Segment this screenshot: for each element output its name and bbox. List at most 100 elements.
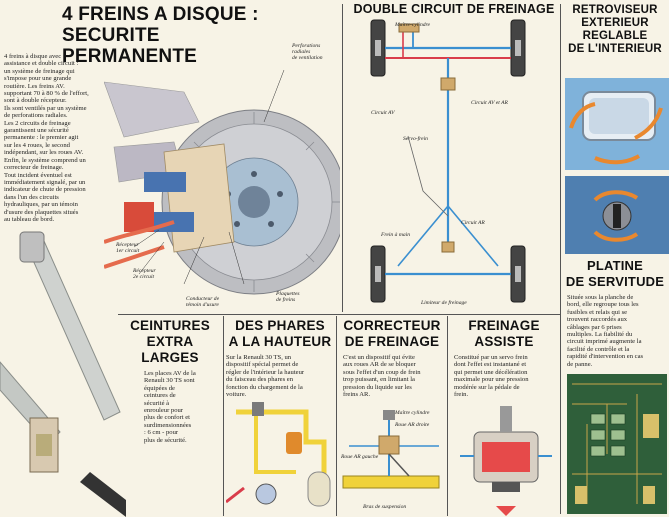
belts-body-line: plus de sécurité. (144, 436, 187, 444)
brakes-body-line: hydrauliques, par un témoin (4, 201, 78, 209)
belts-body-line: Renault 30 TS sont (144, 377, 195, 385)
platine-body-line: rapidité d'intervention en cas (567, 353, 644, 361)
headlights-body-line: voiture. (226, 391, 247, 399)
correcteur-title-line: CORRECTEUR (343, 318, 441, 333)
label-limiteur: Limiteur de freinage (421, 300, 467, 306)
headlights-body-line: dispositif spécial permet de (226, 361, 299, 369)
brakes-body-line: 4 freins à disque avec (4, 53, 62, 60)
platine-body-line: fusibles et relais qui se (567, 308, 628, 316)
belts-body-line: ceintures de (144, 392, 176, 400)
correcteur-body-line: aux roues AR de se bloquer (343, 361, 416, 369)
mirror-title-line: EXTERIEUR (581, 17, 649, 29)
brakes-body-line: un système de freinage qui (4, 67, 75, 75)
label-perforations-line: de ventilation (292, 55, 323, 62)
platine-body-line: trouvent raccordés aux (567, 316, 628, 324)
correcteur-title: CORRECTEUR DE FREINAGE (339, 318, 445, 350)
correcteur-body-line: C'est un dispositif qui évite (343, 354, 415, 361)
platine-body-line: multiples. La fiabilité du (567, 331, 633, 339)
brakes-body-line: routière. Les freins AV. (4, 82, 65, 90)
correcteur-title-line: DE FREINAGE (344, 334, 440, 349)
brakes-body-line: permanente : le premier agit (4, 134, 79, 142)
assiste-body-line: modérée sur la pédale de (454, 383, 520, 391)
mirror-title: RETROVISEUR EXTERIEUR REGLABLE DE L'INTE… (563, 4, 667, 56)
belts-body-line: sécurité à (144, 399, 170, 407)
label-plaquettes-line: de freins (276, 297, 296, 304)
assiste-title: FREINAGE ASSISTE (450, 318, 558, 350)
headlights-title-line: A LA HAUTEUR (228, 334, 332, 349)
mirror-section: RETROVISEUR EXTERIEUR REGLABLE DE L'INTE… (561, 0, 669, 254)
label-frein-main: Frein à main (381, 232, 411, 238)
label-circuit-av-ar: Circuit AV et AR (471, 100, 508, 106)
brakes-body-line: sur les 4 roues, le second (4, 141, 70, 149)
platine-title-line: PLATINE (586, 258, 644, 273)
brakes-section: 4 FREINS A DISQUE : SECURITE PERMANENTE … (0, 0, 342, 312)
belts-body-line: Les places AV de la (144, 370, 196, 377)
mirror-illustration-1 (565, 78, 669, 170)
assiste-title-line: ASSISTE (474, 334, 534, 349)
brakes-title: 4 FREINS A DISQUE : SECURITE PERMANENTE (62, 4, 282, 67)
mirror-title-line: RETROVISEUR (572, 4, 658, 16)
label-recepteur-1-line: Récepteur (116, 242, 139, 248)
separator-vertical (336, 316, 337, 516)
brakes-body-line: de perforations radiales. (4, 112, 68, 120)
label-bras-suspension: Bras de suspension (363, 504, 407, 510)
separator-vertical (223, 316, 224, 516)
headlights-body-text: Sur la Renault 30 TS, un dispositif spéc… (226, 354, 334, 398)
belts-title-line: CEINTURES (130, 318, 210, 333)
platine-body-line: de panne. (567, 360, 593, 368)
separator-vertical (342, 4, 343, 312)
headlights-section: DES PHARES A LA HAUTEUR Sur la Renault 3… (224, 316, 336, 517)
double-circuit-diagram (370, 19, 526, 303)
label-circuit-av: Circuit AV (371, 110, 395, 116)
platine-title: PLATINE DE SERVITUDE (563, 258, 667, 290)
platine-body-line: circuit imprimé augmente la (567, 338, 642, 346)
brakes-body-line: Les 2 circuits de freinage (4, 119, 71, 127)
belts-title: CEINTURES EXTRA LARGES (118, 318, 222, 366)
assiste-body-line: frein. (454, 391, 469, 399)
brakes-body-line: indicateur de chute de pression (4, 186, 86, 194)
belts-body-text: Les places AV de la Renault 30 TS sont é… (144, 370, 224, 444)
separator-horizontal (118, 314, 560, 315)
headlight-adjuster-illustration (226, 402, 331, 507)
correcteur-diagram (342, 410, 440, 489)
belts-body-line: surdimensionnées (144, 421, 192, 429)
brakes-title-line1: 4 FREINS A DISQUE : (62, 4, 259, 25)
circuit-board-illustration (567, 374, 667, 514)
label-plaquettes: Plaquettes de freins (276, 291, 320, 303)
label-perforations-line: radiales (292, 49, 311, 56)
brakes-body-line: indépendant, sur les roues AV. (4, 149, 84, 157)
brakes-body-line: immédiatement signalé, par un (4, 178, 86, 186)
seat-belt-illustration (0, 231, 126, 517)
correcteur-section: CORRECTEUR DE FREINAGE C'est un disposit… (337, 316, 447, 517)
brakes-body-line: assistance et double circuit : (4, 60, 79, 68)
assiste-body-line: Constitué par un servo frein (454, 354, 528, 361)
brakes-body-line: s'impose pour une grande (4, 75, 72, 83)
label-recepteur-1-line: 1er circuit (116, 248, 140, 255)
correcteur-body-line: freins AR. (343, 391, 371, 399)
platine-body-line: Située sous la planche de (567, 294, 634, 301)
brakes-body-line: Enfin, le système comprend un (4, 156, 86, 164)
label-recepteur-2: Récepteur 2e circuit (133, 268, 173, 280)
label-maitre-cylindre-2: Maître cylindre (395, 410, 430, 416)
label-plaquettes-line: Plaquettes (276, 291, 300, 297)
platine-body-text: Située sous la planche de bord, elle reg… (567, 294, 667, 368)
mirror-illustration-2 (565, 176, 669, 254)
brakes-body-line: Ils sont ventilés par un système (4, 104, 87, 112)
servo-brake-illustration (460, 406, 552, 516)
assiste-body-line: qui permet une décélération (454, 368, 528, 376)
belts-body-line: plus de confort et (144, 414, 190, 422)
assiste-title-line: FREINAGE (468, 318, 540, 333)
brakes-body-line: sont à double récepteur. (4, 97, 67, 105)
brakes-body-line: garantissent une sécurité (4, 127, 69, 135)
label-maitre-cylindre: Maître-cylindre (395, 22, 430, 28)
brakes-body-line: correcteur de freinage. (4, 164, 64, 172)
platine-section: PLATINE DE SERVITUDE Située sous la plan… (561, 256, 669, 517)
mirror-title-line: REGLABLE (582, 30, 648, 42)
brakes-body-line: au tableau de bord. (4, 215, 55, 223)
label-recepteur-2-line: Récepteur (133, 268, 156, 274)
headlights-body-line: fonction du chargement de la (226, 383, 303, 391)
label-conducteur-line: témoin d'usure (186, 302, 219, 309)
platine-title-line: DE SERVITUDE (565, 274, 665, 289)
double-circuit-title: DOUBLE CIRCUIT DE FREINAGE (353, 2, 555, 16)
